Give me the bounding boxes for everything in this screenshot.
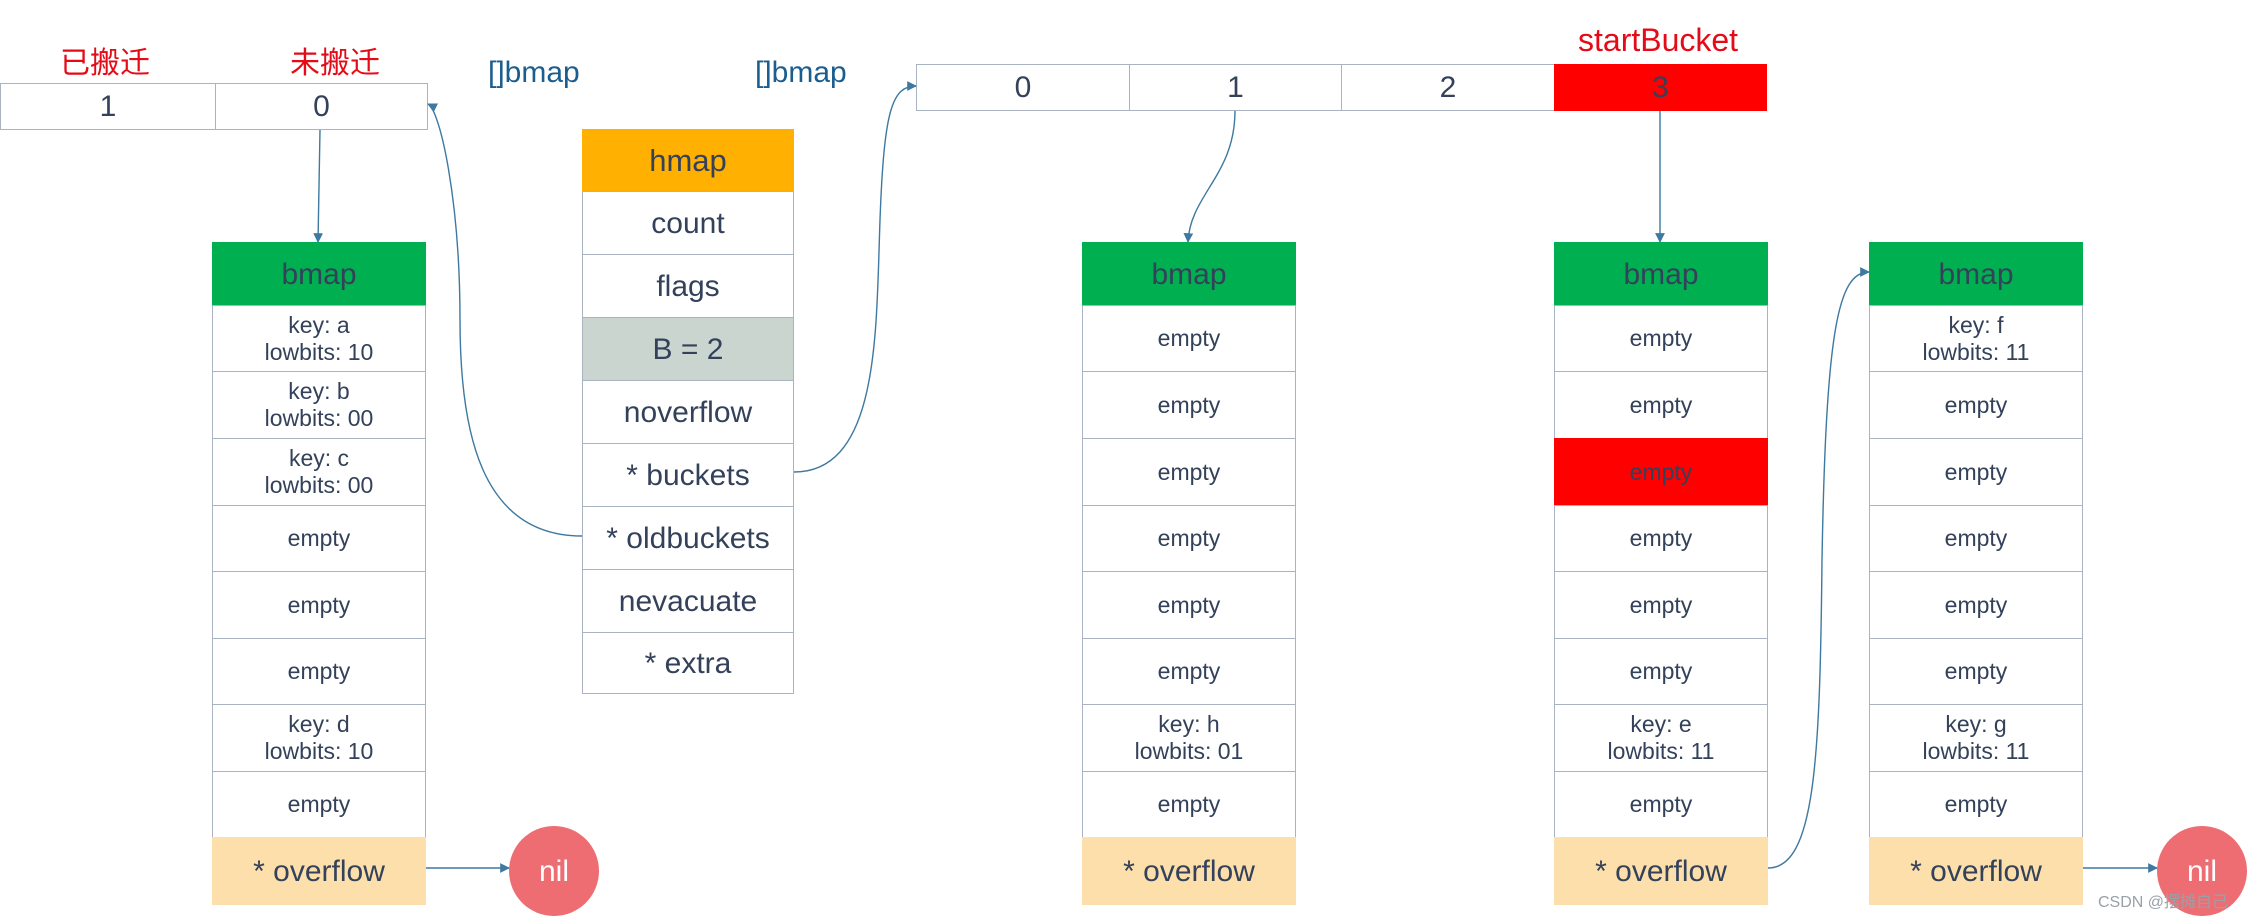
bucket-slot: empty (212, 505, 426, 572)
bucket-slot: empty (1082, 571, 1296, 639)
nil-circle: nil (2157, 826, 2247, 916)
old-array-type-label: []bmap (488, 56, 580, 89)
arrow-old-slot-to-bucket (313, 129, 324, 243)
hmap-field-flags: flags (582, 254, 794, 318)
not-migrated-label: 未搬迁 (290, 47, 380, 80)
bucket-slot: key: e lowbits: 11 (1554, 704, 1768, 772)
bucket-slot: empty (1554, 771, 1768, 838)
bucket-slot: empty (1869, 638, 2083, 705)
bucket-slot: key: g lowbits: 11 (1869, 704, 2083, 772)
bmap-title: bmap (1554, 242, 1768, 306)
hmap-field-count: count (582, 191, 794, 255)
arrow-new-slot1-to-bucket (1183, 110, 1236, 243)
arrow-buckets-pointer (793, 81, 917, 473)
bucket-slot: empty (1869, 371, 2083, 439)
bucket-slot: empty (1554, 638, 1768, 705)
arrow-oldbuckets-pointer (427, 103, 583, 537)
bucket-slot: empty (1554, 305, 1768, 372)
bucket-slot: empty (1082, 438, 1296, 506)
hmap-field-b: B = 2 (582, 317, 794, 381)
bucket-slot: empty (1869, 438, 2083, 506)
hmap-field-extra: * extra (582, 632, 794, 694)
new-array-type-label: []bmap (755, 56, 847, 89)
migrated-label: 已搬迁 (60, 47, 150, 80)
bucket-slot: empty (1082, 771, 1296, 838)
bucket-slot: key: c lowbits: 00 (212, 438, 426, 506)
bucket-slot: key: f lowbits: 11 (1869, 305, 2083, 372)
hmap-title: hmap (582, 129, 794, 192)
old-array-slot-0: 1 (0, 83, 216, 130)
bucket-slot: empty (1554, 505, 1768, 572)
new-array-slot-3: 3 (1554, 64, 1767, 111)
hmap-field-nevacuate: nevacuate (582, 569, 794, 633)
bucket-slot: empty (1082, 638, 1296, 705)
nil-circle: nil (509, 826, 599, 916)
bucket-slot: empty (1554, 571, 1768, 639)
bucket-slot: empty (1554, 371, 1768, 439)
start-bucket-label: startBucket (1578, 22, 1739, 58)
new-array-slot-2: 2 (1341, 64, 1555, 111)
bucket-slot: key: d lowbits: 10 (212, 704, 426, 772)
bmap-title: bmap (212, 242, 426, 306)
bucket-slot-highlighted: empty (1554, 438, 1768, 506)
overflow-pointer: * overflow (1082, 837, 1296, 905)
watermark: CSDN @摆摊自己 (2098, 894, 2229, 911)
hmap-field-oldbuckets: * oldbuckets (582, 506, 794, 570)
arrow-overflow-to-next-bucket (1767, 267, 1870, 869)
bucket-slot: key: h lowbits: 01 (1082, 704, 1296, 772)
bucket-slot: empty (212, 771, 426, 838)
overflow-pointer: * overflow (1554, 837, 1768, 905)
bucket-slot: empty (1869, 771, 2083, 838)
bucket-slot: empty (1869, 571, 2083, 639)
hmap-field-buckets: * buckets (582, 443, 794, 507)
hmap-field-noverflow: noverflow (582, 380, 794, 444)
bucket-slot: empty (1082, 505, 1296, 572)
bmap-title: bmap (1082, 242, 1296, 306)
new-array-slot-0: 0 (916, 64, 1130, 111)
bucket-slot: empty (1082, 305, 1296, 372)
bucket-slot: empty (1082, 371, 1296, 439)
old-array-slot-1: 0 (215, 83, 428, 130)
bmap-title: bmap (1869, 242, 2083, 306)
bucket-slot: empty (212, 571, 426, 639)
bucket-slot: key: b lowbits: 00 (212, 371, 426, 439)
bucket-slot: empty (1869, 505, 2083, 572)
overflow-pointer: * overflow (1869, 837, 2083, 905)
bucket-slot: empty (212, 638, 426, 705)
new-array-slot-1: 1 (1129, 64, 1342, 111)
bucket-slot: key: a lowbits: 10 (212, 305, 426, 372)
overflow-pointer: * overflow (212, 837, 426, 905)
